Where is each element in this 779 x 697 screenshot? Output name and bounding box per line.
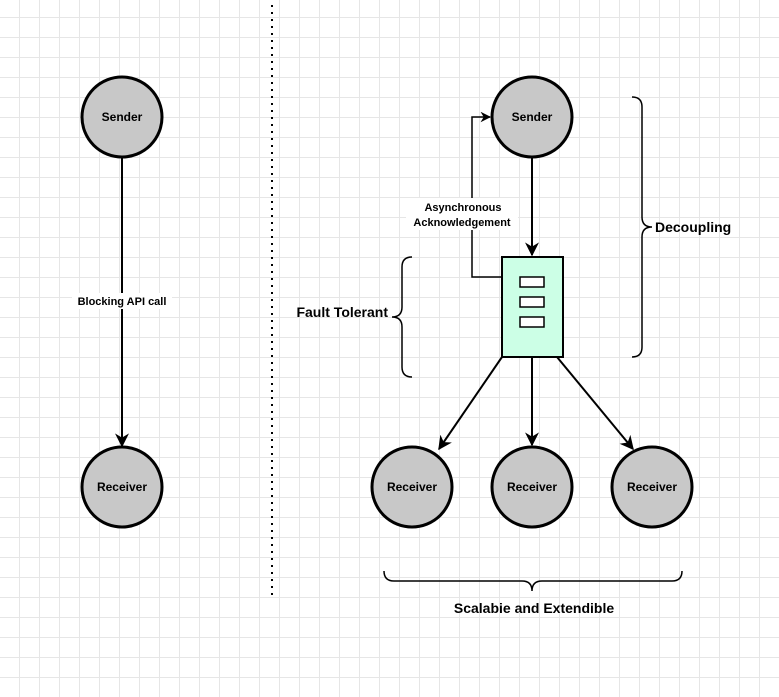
right-receiver-2-label: Receiver <box>507 480 557 494</box>
queue-to-receiver-3-edge <box>556 356 634 451</box>
right-sender-node <box>490 75 574 159</box>
async-ack-label-line1: Asynchronous <box>424 202 501 214</box>
fault-tolerant-label: Fault Tolerant <box>296 304 388 320</box>
queue-to-receiver-1-edge <box>438 356 503 451</box>
queue-message-2 <box>519 296 545 308</box>
right-receiver-1-label: Receiver <box>387 480 437 494</box>
left-sender-label: Sender <box>102 110 143 124</box>
scalable-label: Scalabie and Extendible <box>454 600 614 616</box>
left-sender-node <box>80 75 164 159</box>
right-sender-label: Sender <box>512 110 553 124</box>
right-receiver-1-node <box>370 445 454 529</box>
blocking-call-label: Blocking API call <box>78 296 167 308</box>
async-ack-label-bg <box>406 198 518 230</box>
right-receiver-3-label: Receiver <box>627 480 677 494</box>
scalable-brace <box>383 570 683 592</box>
right-receiver-3-node <box>610 445 694 529</box>
left-receiver-node <box>80 445 164 529</box>
decoupling-brace <box>631 96 653 358</box>
fault-tolerant-brace <box>391 256 413 378</box>
queue-message-1 <box>519 276 545 288</box>
blocking-call-label-bg <box>72 293 172 309</box>
left-receiver-label: Receiver <box>97 480 147 494</box>
async-ack-label-line2: Acknowledgement <box>413 217 511 229</box>
right-receiver-2-node <box>490 445 574 529</box>
async-ack-edge <box>471 111 502 278</box>
decoupling-label: Decoupling <box>655 219 731 235</box>
queue-message-3 <box>519 316 545 328</box>
